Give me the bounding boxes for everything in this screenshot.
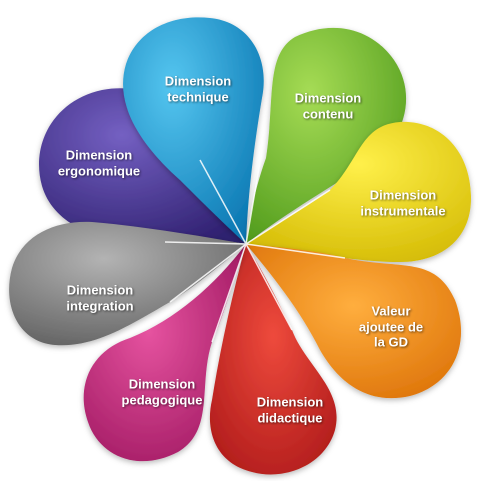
label-instrumentale-line1: Dimension	[369, 187, 437, 203]
label-ergonomique: Dimension ergonomique	[58, 147, 140, 178]
petal-contenu	[246, 27, 407, 244]
label-integration-line1: Dimension	[66, 282, 134, 298]
label-ergonomique-line2: ergonomique	[57, 163, 141, 178]
label-instrumentale-line2: instrumentale	[360, 203, 446, 218]
label-didactique-line2: didactique	[257, 410, 323, 425]
label-valeur: Valeur ajoutee de la GD	[359, 304, 423, 351]
label-technique-line2: technique	[167, 89, 229, 104]
petal-valeur	[246, 244, 462, 399]
center-rays	[164, 149, 346, 343]
label-didactique-line1: Dimension	[256, 394, 324, 410]
label-valeur-line2: ajoutee de	[358, 319, 424, 335]
label-ergonomique-line1: Dimension	[65, 147, 133, 163]
petal-instrumentale	[246, 121, 472, 262]
label-contenu: Dimension contenu	[295, 90, 361, 121]
label-pedagogique-line1: Dimension	[128, 376, 196, 392]
petal-didactique	[209, 244, 337, 475]
label-pedagogique: Dimension pedagogique	[122, 376, 203, 407]
label-instrumentale: Dimension instrumentale	[360, 187, 445, 218]
label-technique: Dimension technique	[165, 73, 231, 104]
label-contenu-line1: Dimension	[294, 90, 362, 106]
petal-pedagogique	[83, 244, 246, 462]
label-valeur-line1: Valeur	[371, 303, 411, 319]
label-didactique: Dimension didactique	[257, 394, 323, 425]
petal-ergonomique	[39, 88, 247, 244]
petal-technique	[123, 17, 264, 245]
label-technique-line1: Dimension	[164, 73, 232, 89]
label-contenu-line2: contenu	[302, 106, 354, 121]
label-valeur-line3: la GD	[374, 334, 408, 350]
label-integration-line2: integration	[66, 298, 134, 313]
petal-integration	[9, 221, 246, 346]
label-pedagogique-line2: pedagogique	[121, 392, 203, 407]
label-integration: Dimension integration	[66, 282, 133, 313]
